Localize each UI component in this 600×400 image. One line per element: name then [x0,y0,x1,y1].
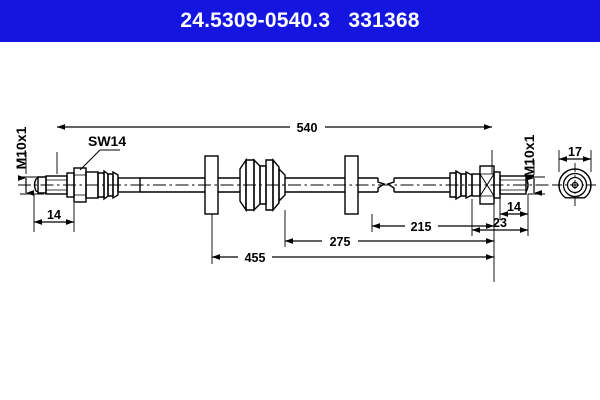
title-bar: 24.5309-0540.3 331368 [0,0,600,42]
dimension-14-left: 14 [33,194,75,232]
dimension-14-left-text: 14 [47,208,61,222]
bracket-clip-1 [204,155,219,215]
left-fitting [33,167,141,203]
dimension-275: 275 [284,210,494,249]
dimension-540-text: 540 [297,121,318,135]
dimension-540: 540 [56,121,493,174]
dimension-275-text: 275 [330,235,351,249]
page-title: 24.5309-0540.3 331368 [180,9,420,32]
label-wrench-size: SW14 [79,133,126,171]
label-thread-right: M10x1 [521,134,545,196]
dimension-215-text: 215 [411,220,432,234]
dimension-215: 215 [371,205,495,282]
grommet-bellows [239,157,286,213]
dimension-17-text: 17 [568,145,582,159]
hose-body [140,177,450,193]
dimension-14-right-text: 14 [507,200,521,214]
dimension-455-text: 455 [245,251,266,265]
dimension-17: 17 [558,145,592,172]
dimension-455: 455 [211,214,494,265]
label-m10x1-right-text: M10x1 [521,134,537,177]
label-thread-left: M10x1 [13,126,44,196]
dimension-14-right: 14 [499,194,529,220]
label-m10x1-left-text: M10x1 [13,126,29,169]
label-sw14-text: SW14 [88,133,126,149]
technical-drawing: 540 M10x1 SW14 14 [0,42,600,400]
dimension-23: 23 [471,199,529,236]
bracket-clip-2 [344,155,359,215]
dimension-23-text: 23 [493,216,507,230]
break-symbol [377,178,395,192]
drawing-canvas: 540 M10x1 SW14 14 [13,121,597,282]
right-fitting [449,165,529,205]
end-view-section [553,163,597,214]
